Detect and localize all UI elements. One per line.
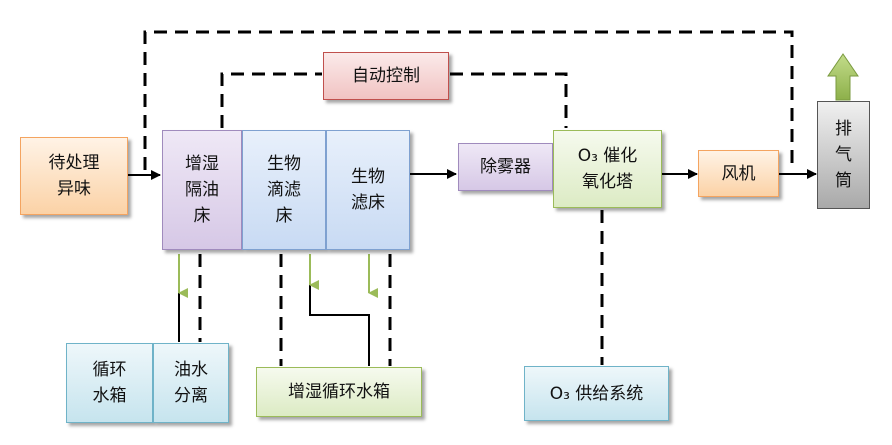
outer-dashed-loop (143, 30, 794, 170)
stack-label: 排 气 筒 (835, 119, 852, 191)
drain-to-humid-tank (309, 254, 370, 366)
mist-eliminator-box: 除雾器 (458, 143, 553, 191)
fan-label: 风机 (721, 163, 756, 184)
green-down-arrows (178, 254, 378, 298)
circ-tank-label: 循环 水箱 (92, 360, 127, 406)
raw-odor-label: 待处理 异味 (48, 153, 100, 199)
auto-control-left-dashed (220, 72, 322, 128)
auto-control-box: 自动控制 (323, 52, 449, 100)
bio-filter-bed-label: 生物 滤床 (351, 167, 385, 213)
bio-filter-bed-box: 生物 滤床 (326, 130, 410, 250)
oil-water-sep-box: 油水 分离 (153, 343, 229, 423)
auto-control-right-dashed (450, 72, 568, 128)
oil-water-sep-label: 油水 分离 (174, 360, 208, 406)
auto-control-label: 自动控制 (352, 66, 420, 86)
raw-odor-box: 待处理 异味 (20, 137, 128, 215)
humid-oil-bed-box: 增湿 隔油 床 (162, 130, 242, 250)
bio-drip-filter-box: 生物 滴滤 床 (242, 130, 326, 250)
o3-tower-box: O₃ 催化 氧化塔 (553, 130, 662, 208)
o3-supply-box: O₃ 供给系统 (524, 366, 669, 421)
stack-box: 排 气 筒 (817, 101, 870, 209)
humid-oil-bed-label: 增湿 隔油 床 (185, 154, 219, 226)
bio-drip-filter-label: 生物 滴滤 床 (267, 154, 301, 226)
humid-circ-tank-label: 增湿循环水箱 (288, 382, 390, 402)
fan-box: 风机 (698, 150, 779, 197)
exhaust-up-arrow (827, 53, 859, 101)
o3-supply-label: O₃ 供给系统 (549, 383, 644, 404)
o3-tower-label: O₃ 催化 氧化塔 (577, 146, 638, 192)
humid-circ-tank-box: 增湿循环水箱 (256, 367, 422, 417)
circ-tank-box: 循环 水箱 (66, 343, 153, 423)
mist-eliminator-label: 除雾器 (480, 157, 531, 177)
dashed-control-lines (143, 30, 794, 366)
